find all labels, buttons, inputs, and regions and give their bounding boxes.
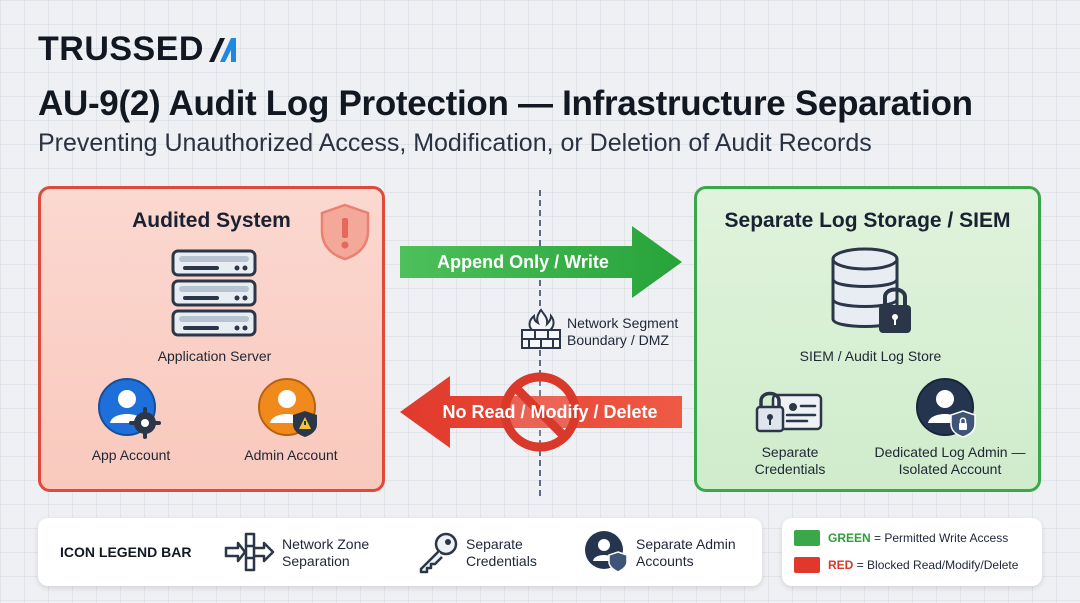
green-word: GREEN (828, 531, 871, 545)
separate-credentials-line-1: Separate (761, 444, 819, 460)
log-admin-line-1: Dedicated Log Admin — (874, 444, 1026, 460)
red-swatch (794, 557, 820, 573)
log-admin-line-2: Isolated Account (898, 461, 1002, 477)
legend-title: ICON LEGEND BAR (60, 544, 192, 560)
legend-admin-accounts-label: Separate Admin Accounts (636, 536, 736, 570)
legend-credentials-line-2: Credentials (466, 553, 537, 569)
admin-account-icon (258, 378, 317, 437)
boundary-label-line-2: Boundary / DMZ (567, 332, 669, 348)
application-server-label: Application Server (157, 348, 272, 364)
red-word: RED (828, 558, 854, 572)
brand-logo: TRUSSED (38, 30, 238, 69)
boundary-label: Network Segment Boundary / DMZ (567, 315, 678, 349)
legend-credentials-label: Separate Credentials (466, 536, 537, 570)
legend-admin-accounts-line-2: Accounts (636, 553, 694, 569)
color-key-red-row: RED = Blocked Read/Modify/Delete (794, 557, 1018, 573)
green-swatch (794, 530, 820, 546)
color-key-green-row: GREEN = Permitted Write Access (794, 530, 1008, 546)
write-arrow (400, 226, 682, 298)
red-text: = Blocked Read/Modify/Delete (856, 558, 1019, 572)
siem-store-label: SIEM / Audit Log Store (799, 348, 942, 364)
color-key-box: GREEN = Permitted Write Access RED = Blo… (782, 518, 1042, 586)
page-subtitle: Preventing Unauthorized Access, Modifica… (38, 129, 872, 157)
page-title: AU-9(2) Audit Log Protection — Infrastru… (38, 84, 973, 123)
legend-network-zone-line-1: Network Zone (282, 536, 370, 552)
admin-accounts-icon (585, 531, 628, 573)
database-lock-icon (831, 247, 911, 333)
app-account-icon (98, 378, 161, 439)
brand-mark-icon (208, 37, 236, 62)
log-storage-panel: Separate Log Storage / SIEM SIEM / Audit… (694, 186, 1041, 492)
admin-account-label: Admin Account (244, 447, 338, 463)
write-arrow-label: Append Only / Write (437, 252, 609, 272)
credentials-icon (755, 391, 823, 433)
icon-legend-bar: ICON LEGEND BAR Network Zone Separation … (38, 518, 762, 586)
boundary-label-line-1: Network Segment (567, 315, 679, 331)
audited-system-title: Audited System (132, 209, 291, 232)
separate-credentials-label: Separate Credentials (727, 444, 853, 478)
legend-admin-accounts-line-1: Separate Admin (636, 536, 736, 552)
legend-network-zone-label: Network Zone Separation (282, 536, 369, 570)
log-admin-label: Dedicated Log Admin — Isolated Account (865, 444, 1035, 478)
key-icon (419, 532, 458, 574)
server-icon (171, 249, 257, 337)
no-entry-icon (500, 372, 580, 452)
warning-shield-icon (320, 203, 370, 261)
audited-system-panel: Audited System Application Server (38, 186, 385, 492)
log-storage-title: Separate Log Storage / SIEM (724, 209, 1011, 232)
legend-network-zone-line-2: Separation (282, 553, 350, 569)
blocked-arrow-label: No Read / Modify / Delete (442, 402, 658, 422)
green-text: = Permitted Write Access (874, 531, 1009, 545)
separate-credentials-line-2: Credentials (754, 461, 826, 477)
network-zone-icon (224, 532, 275, 572)
app-account-label: App Account (91, 447, 171, 463)
firewall-icon (521, 308, 561, 349)
brand-name: TRUSSED (38, 30, 204, 68)
legend-credentials-line-1: Separate (466, 536, 523, 552)
log-admin-icon (916, 378, 976, 438)
